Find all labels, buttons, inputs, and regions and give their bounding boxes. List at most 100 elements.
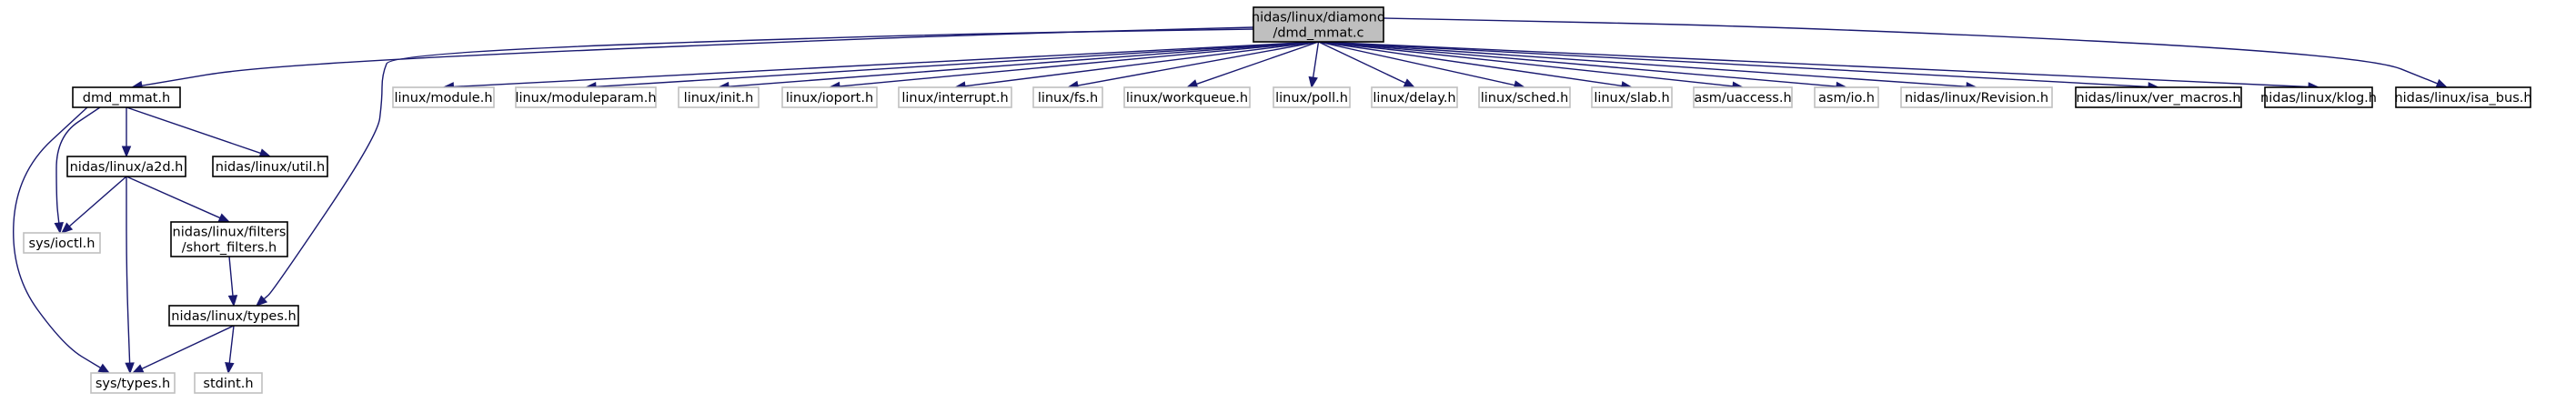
node-label: nidas/linux/util.h — [216, 160, 325, 175]
node-box — [2264, 86, 2373, 108]
node-label: linux/poll.h — [1275, 91, 1348, 106]
node-nidas-util[interactable]: nidas/linux/util.h — [212, 156, 328, 177]
edge-root-to-nidas-types — [263, 28, 1254, 300]
node-box — [168, 305, 299, 327]
node-label: asm/uaccess.h — [1694, 91, 1791, 106]
node-label: /short_filters.h — [182, 241, 277, 256]
node-linux-workqueue: linux/workqueue.h — [1123, 86, 1251, 108]
edge-dmd-mmat-h-to-sys-types-arrowhead — [97, 363, 111, 374]
node-box — [90, 372, 176, 394]
edge-root-to-nidas-ver-macros — [1318, 41, 2149, 88]
node-box — [212, 156, 328, 177]
node-box — [1900, 86, 2053, 108]
node-box — [1273, 86, 1351, 108]
node-linux-delay: linux/delay.h — [1371, 86, 1458, 108]
node-box — [898, 86, 1012, 108]
node-box — [1591, 86, 1673, 108]
node-linux-sched: linux/sched.h — [1478, 86, 1571, 108]
node-nidas-short-filters[interactable]: nidas/linux/filters/short_filters.h — [170, 221, 288, 257]
node-label: sys/ioctl.h — [29, 237, 96, 251]
node-sys-types: sys/types.h — [90, 372, 176, 394]
edge-nidas-a2d-to-nidas-short-filters — [126, 176, 221, 219]
node-box — [1032, 86, 1103, 108]
node-label: nidas/linux/a2d.h — [70, 160, 184, 175]
edge-root-to-asm-io — [1318, 41, 1837, 87]
node-dmd-mmat-h[interactable]: dmd_mmat.h — [72, 86, 181, 108]
edge-root-to-linux-ioport — [839, 41, 1319, 87]
node-label: linux/fs.h — [1038, 91, 1098, 106]
node-label: nidas/linux/isa_bus.h — [2394, 91, 2531, 106]
node-label: linux/module.h — [394, 91, 492, 106]
node-nidas-klog[interactable]: nidas/linux/klog.h — [2260, 86, 2377, 108]
node-linux-ioport: linux/ioport.h — [781, 86, 878, 108]
edge-dmd-mmat-h-to-nidas-a2d-arrowhead — [121, 146, 132, 158]
node-nidas-a2d[interactable]: nidas/linux/a2d.h — [66, 156, 186, 177]
edge-root-to-linux-sched — [1318, 41, 1515, 86]
edge-root-to-asm-uaccess — [1318, 41, 1734, 87]
node-nidas-types[interactable]: nidas/linux/types.h — [168, 305, 299, 327]
edge-root-to-linux-slab — [1318, 41, 1623, 87]
node-nidas-isa-bus[interactable]: nidas/linux/isa_bus.h — [2394, 86, 2532, 108]
node-box — [781, 86, 878, 108]
edge-root-to-linux-delay-arrowhead — [1403, 78, 1416, 88]
node-box — [2395, 86, 2531, 108]
edge-root-to-linux-fs — [1077, 41, 1319, 86]
edge-root-to-linux-poll — [1312, 41, 1320, 78]
node-label: linux/workqueue.h — [1126, 91, 1248, 106]
node-linux-fs: linux/fs.h — [1032, 86, 1103, 108]
node-label: linux/init.h — [684, 91, 754, 106]
edge-root-to-nidas-isa-bus — [1383, 17, 2439, 85]
node-linux-slab: linux/slab.h — [1591, 86, 1673, 108]
edge-nidas-a2d-to-sys-ioctl — [68, 176, 127, 227]
node-nidas-ver-macros[interactable]: nidas/linux/ver_macros.h — [2075, 86, 2242, 108]
edge-root-to-linux-poll-arrowhead — [1308, 76, 1318, 89]
node-label: dmd_mmat.h — [83, 91, 170, 106]
edge-nidas-types-to-stdint-arrowhead — [225, 361, 235, 375]
edge-nidas-a2d-to-nidas-short-filters-arrowhead — [217, 213, 231, 223]
node-box — [194, 372, 263, 394]
node-box — [1371, 86, 1458, 108]
node-box — [170, 221, 288, 257]
node-linux-poll: linux/poll.h — [1273, 86, 1351, 108]
node-label: linux/interrupt.h — [901, 91, 1008, 106]
node-linux-init: linux/init.h — [678, 86, 760, 108]
node-label: nidas/linux/diamond — [1252, 11, 1385, 25]
edge-root-to-linux-moduleparam — [595, 41, 1319, 88]
edge-nidas-types-to-sys-types — [141, 325, 235, 369]
node-linux-moduleparam: linux/moduleparam.h — [515, 86, 657, 108]
node-label: asm/io.h — [1818, 91, 1875, 106]
node-box — [392, 86, 495, 108]
node-linux-interrupt: linux/interrupt.h — [898, 86, 1012, 108]
node-label: /dmd_mmat.c — [1273, 26, 1363, 41]
edge-nidas-types-to-sys-types-arrowhead — [131, 364, 145, 374]
node-stdint: stdint.h — [194, 372, 263, 394]
edge-root-to-linux-workqueue — [1196, 41, 1319, 86]
node-label: stdint.h — [203, 377, 253, 391]
node-box — [23, 232, 101, 254]
edge-root-to-nidas-isa-bus-arrowhead — [2435, 78, 2449, 88]
node-box — [1253, 6, 1384, 43]
node-asm-io: asm/io.h — [1814, 86, 1879, 108]
node-box — [1814, 86, 1879, 108]
node-box — [678, 86, 760, 108]
node-label: sys/types.h — [96, 377, 170, 391]
node-asm-uaccess: asm/uaccess.h — [1693, 86, 1793, 108]
node-label: nidas/linux/ver_macros.h — [2076, 91, 2240, 106]
node-box — [1693, 86, 1793, 108]
edge-nidas-short-filters-to-nidas-types — [228, 256, 234, 297]
edge-dmd-mmat-h-to-sys-ioctl-arrowhead — [54, 221, 64, 235]
node-box — [66, 156, 186, 177]
node-sys-ioctl: sys/ioctl.h — [23, 232, 101, 254]
edge-root-to-nidas-klog — [1318, 41, 2309, 88]
node-label: linux/delay.h — [1373, 91, 1455, 106]
edge-nidas-a2d-to-sys-types-arrowhead — [125, 362, 135, 375]
node-label: linux/sched.h — [1481, 91, 1569, 106]
node-label: linux/moduleparam.h — [515, 91, 656, 106]
edge-root-to-dmd-mmat-h — [141, 26, 1254, 86]
node-root-file: nidas/linux/diamond/dmd_mmat.c — [1252, 6, 1385, 43]
node-box — [1123, 86, 1251, 108]
node-label: nidas/linux/types.h — [171, 309, 296, 324]
edge-root-to-nidas-revision — [1318, 41, 1967, 87]
dependency-edges — [13, 17, 2449, 375]
